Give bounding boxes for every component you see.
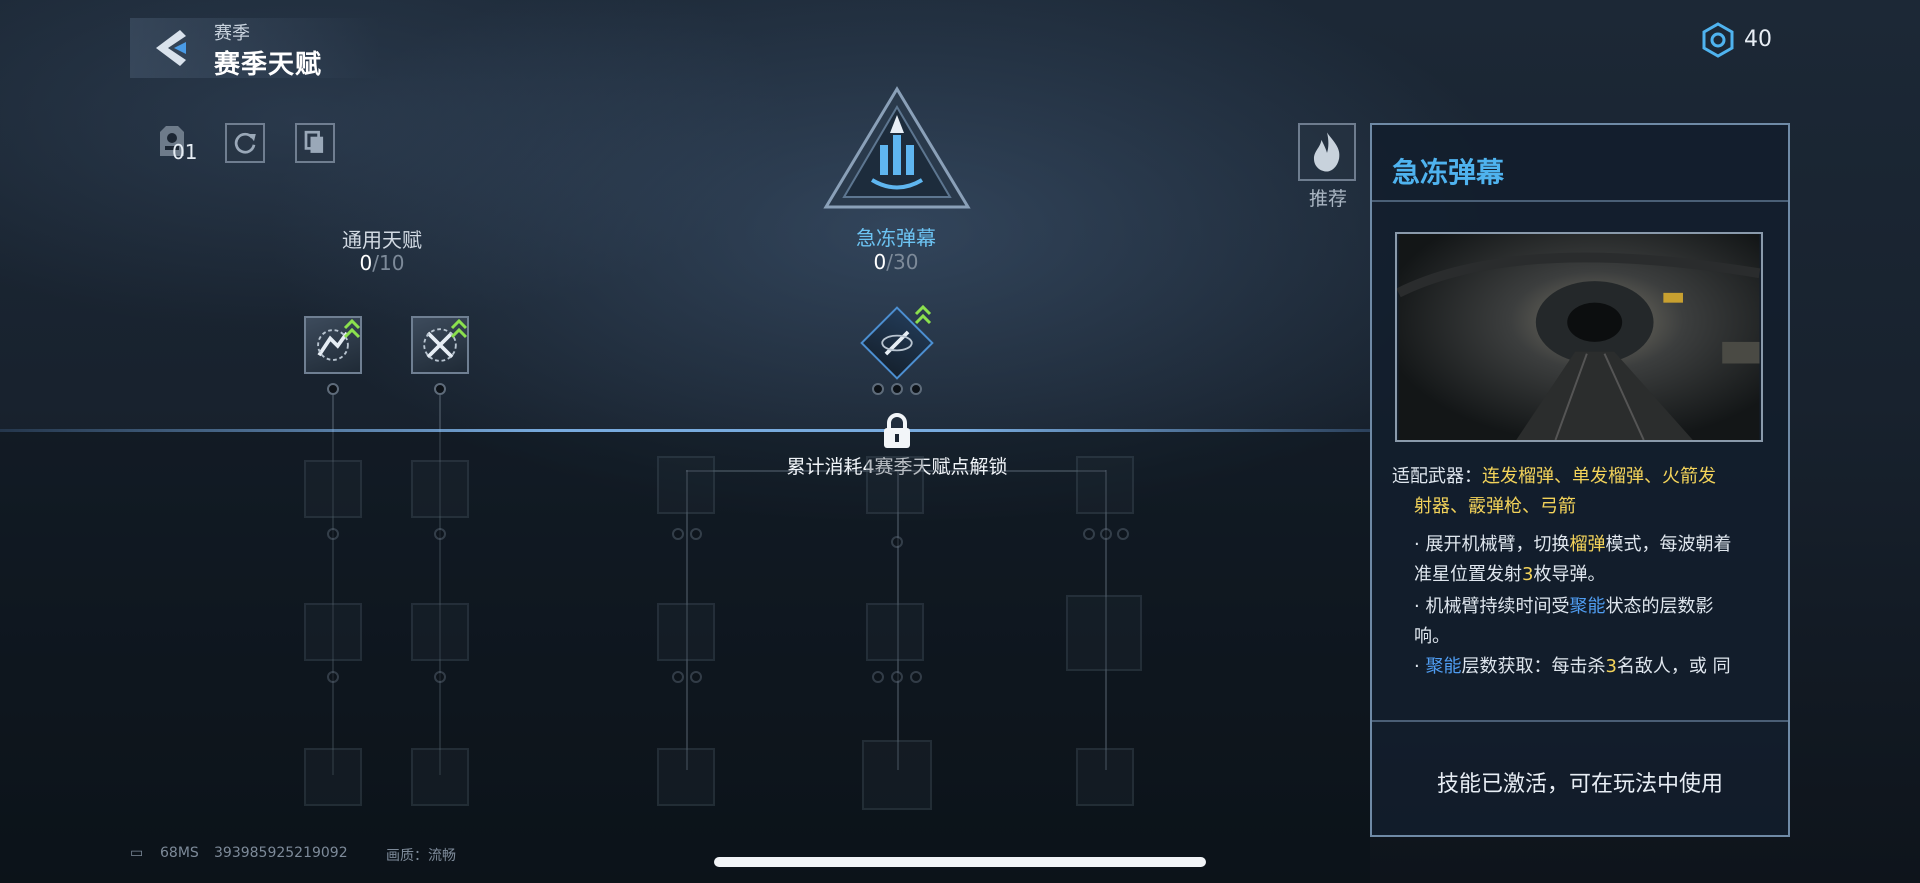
upgrade-arrow-icon [342, 318, 362, 340]
level-dot [891, 671, 903, 683]
locked-talent-node[interactable] [304, 460, 362, 518]
level-dot [910, 671, 922, 683]
tree-connector [897, 470, 899, 770]
level-dot [434, 528, 446, 540]
skill-emblem [822, 85, 972, 215]
tree-connector [686, 470, 688, 770]
home-indicator[interactable] [714, 857, 1206, 867]
level-dot [690, 671, 702, 683]
tree-connector [686, 470, 1106, 472]
skill-talent-node[interactable] [860, 306, 934, 380]
description-line: · 机械臂持续时间受聚能状态的层数影 [1414, 596, 1714, 617]
copy-icon [304, 130, 324, 153]
upgrade-arrow-icon [913, 304, 933, 326]
general-tree-count: 0/10 [359, 251, 405, 275]
level-dot [690, 528, 702, 540]
level-dot [1117, 528, 1129, 540]
unlock-divider [0, 429, 1370, 432]
locked-talent-node[interactable] [866, 456, 924, 514]
back-arrow-icon [156, 30, 186, 66]
tree-connector [439, 395, 441, 775]
locked-talent-node[interactable] [657, 603, 715, 661]
preset-count: 01 [172, 140, 198, 164]
description-line: · 聚能层数获取：每击杀3名敌人，或 同 [1414, 656, 1731, 677]
locked-talent-node[interactable] [1076, 748, 1134, 806]
locked-talent-node[interactable] [1076, 456, 1134, 514]
tree-connector [332, 395, 334, 775]
level-dot [872, 383, 884, 395]
weapons-line: 射器、霰弹枪、弓箭 [1414, 496, 1576, 517]
level-dot [891, 536, 903, 548]
level-dot [891, 383, 903, 395]
level-dot [1100, 528, 1112, 540]
recommend-label: 推荐 [1308, 188, 1347, 210]
general-tree-title: 通用天赋 [342, 228, 422, 252]
locked-talent-node[interactable] [862, 740, 932, 810]
locked-talent-node[interactable] [411, 603, 469, 661]
page-title: 赛季天赋 [214, 50, 323, 80]
skill-tree-title: 急冻弹幕 [856, 226, 936, 250]
talent-node[interactable] [411, 316, 469, 374]
level-dot [327, 528, 339, 540]
locked-talent-node[interactable] [657, 456, 715, 514]
level-dot [434, 671, 446, 683]
talent-icon [881, 330, 913, 356]
locked-talent-node[interactable] [411, 748, 469, 806]
locked-talent-node[interactable] [304, 748, 362, 806]
talent-icon [423, 328, 457, 362]
level-dot [327, 383, 339, 395]
upgrade-arrow-icon [449, 318, 469, 340]
description-line: 响。 [1414, 626, 1450, 647]
hex-token-icon [1700, 22, 1736, 58]
ping-value: 68MS [160, 845, 199, 861]
page-subtitle: 赛季 [214, 23, 250, 44]
currency-value: 40 [1744, 27, 1772, 52]
weapons-line: 适配武器：连发榴弹、单发榴弹、火箭发 [1392, 466, 1716, 487]
level-dot [910, 383, 922, 395]
locked-talent-node[interactable] [304, 603, 362, 661]
title-bar [130, 18, 380, 78]
preset-icon[interactable] [152, 122, 192, 162]
divider [1372, 200, 1788, 202]
back-button[interactable] [150, 26, 194, 70]
level-dot [672, 528, 684, 540]
locked-talent-node[interactable] [866, 603, 924, 661]
level-dot [434, 383, 446, 395]
quality-setting: 画质：流畅 [386, 848, 456, 864]
copy-button[interactable] [295, 123, 335, 163]
talent-icon [317, 329, 349, 361]
level-dot [1083, 528, 1095, 540]
reset-button[interactable] [225, 123, 265, 163]
fire-icon [1313, 132, 1340, 172]
unlock-requirement: 累计消耗4赛季天赋点解锁 [700, 452, 1094, 479]
locked-talent-node[interactable] [657, 748, 715, 806]
lock-icon [880, 412, 914, 450]
level-dot [327, 671, 339, 683]
locked-talent-node[interactable] [1066, 595, 1142, 671]
locked-talent-node[interactable] [411, 460, 469, 518]
skill-preview-image [1395, 232, 1763, 442]
divider [1372, 720, 1788, 722]
panel-title: 急冻弹幕 [1392, 156, 1505, 189]
description-line: 准星位置发射3枚导弹。 [1414, 564, 1606, 585]
description-line: · 展开机械臂，切换榴弹模式，每波朝着 [1414, 534, 1732, 555]
refresh-icon [234, 132, 256, 154]
skill-status: 技能已激活，可在玩法中使用 [1436, 772, 1723, 797]
talent-node[interactable] [304, 316, 362, 374]
recommend-button[interactable] [1298, 123, 1356, 181]
tree-connector [1105, 470, 1107, 770]
level-dot [672, 671, 684, 683]
user-id: 393985925219092 [214, 845, 348, 861]
skill-tree-count: 0/30 [873, 250, 919, 274]
level-dot [872, 671, 884, 683]
network-icon: ▭ [130, 845, 144, 861]
locked-region [0, 432, 1370, 883]
